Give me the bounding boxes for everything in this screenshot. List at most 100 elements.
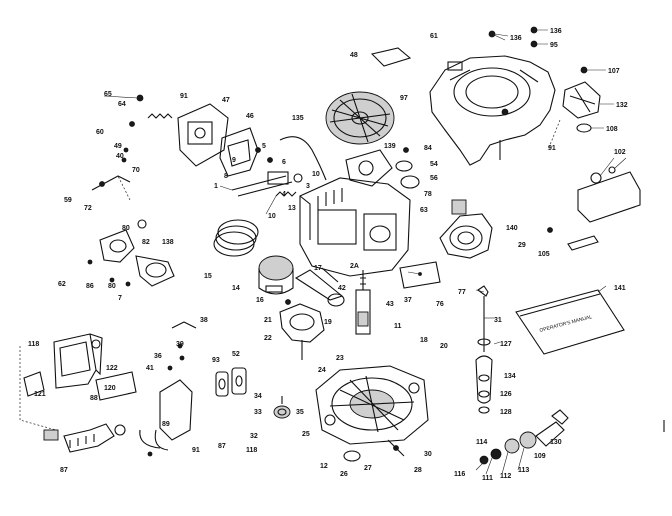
callout-47: 47 (222, 97, 230, 104)
callout-52: 52 (232, 351, 240, 358)
gear-33 (273, 396, 291, 419)
oil-drain-set (475, 409, 569, 475)
callout-19: 19 (324, 319, 332, 326)
crankshaft (279, 299, 325, 360)
callout-86: 86 (86, 283, 94, 290)
callout-130: 130 (550, 439, 562, 446)
callout-14: 14 (232, 285, 240, 292)
callout-28: 28 (414, 467, 422, 474)
callout-13: 13 (288, 205, 296, 212)
spring-64 (129, 94, 173, 127)
callout-30: 30 (424, 451, 432, 458)
callout-87: 87 (60, 467, 68, 474)
callout-54: 54 (430, 161, 438, 168)
leader-136 (491, 33, 506, 41)
callout-132: 132 (616, 102, 628, 109)
callout-84: 84 (424, 145, 432, 152)
callout-122: 122 (106, 365, 118, 372)
callout-60: 60 (96, 129, 104, 136)
callout-16: 16 (256, 297, 264, 304)
callout-42: 42 (338, 285, 346, 292)
operators-manual-141: OPERATOR'S MANUAL (515, 289, 625, 355)
callout-31: 31 (494, 317, 502, 324)
callout-118: 118 (28, 341, 39, 348)
callout-11: 11 (394, 323, 402, 330)
callout-29: 29 (518, 242, 526, 249)
callout-93: 93 (212, 357, 220, 364)
callout-91: 91 (548, 145, 556, 152)
callout-23: 23 (336, 355, 344, 362)
fuel-fitting-138 (87, 219, 175, 287)
callout-10: 10 (312, 171, 320, 178)
callout-102: 102 (614, 149, 626, 156)
callout-21: 21 (264, 317, 272, 324)
callout-12: 12 (320, 463, 328, 470)
dipstick (475, 285, 493, 414)
callout-91: 91 (192, 447, 200, 454)
callout-59: 59 (64, 197, 72, 204)
pin-30 (387, 439, 405, 457)
callout-108: 108 (606, 126, 618, 133)
callout-61: 61 (430, 33, 438, 40)
wire-135 (279, 136, 327, 181)
callout-80: 80 (122, 225, 130, 232)
leader-65 (103, 95, 139, 99)
gasket-76 (399, 261, 441, 289)
callout-105: 105 (538, 251, 550, 258)
callout-64: 64 (118, 101, 126, 108)
callout-113: 113 (518, 467, 529, 474)
callout-43: 43 (386, 301, 394, 308)
callout-labels: 48 61 136 136 95 107 132 108 91 65 64 91… (28, 28, 628, 482)
cylinder-block (299, 149, 411, 277)
part-48-plate (370, 47, 412, 67)
carburetor-47 (177, 103, 229, 167)
callout-37: 37 (404, 297, 412, 304)
air-cleaner-122 (53, 333, 103, 389)
callout-18: 18 (420, 337, 428, 344)
callout-65: 65 (104, 91, 112, 98)
callout-3: 3 (306, 183, 310, 190)
callout-33: 33 (254, 409, 262, 416)
callout-89: 89 (162, 421, 170, 428)
air-cleaner-121 (23, 371, 45, 397)
camshaft (355, 270, 371, 335)
callout-70: 70 (132, 167, 140, 174)
callout-116: 116 (454, 471, 465, 478)
callout-17: 17 (314, 265, 322, 272)
callout-22: 22 (264, 335, 272, 342)
callout-97: 97 (400, 95, 408, 102)
callout-63: 63 (420, 207, 428, 214)
callout-120: 120 (104, 385, 116, 392)
callout-35: 35 (296, 409, 304, 416)
dash-91 (547, 119, 561, 151)
callout-95: 95 (550, 42, 558, 49)
rotating-screen (562, 66, 614, 133)
callout-27: 27 (364, 465, 372, 472)
callout-20: 20 (440, 343, 448, 350)
callout-112: 112 (500, 473, 511, 480)
callout-62: 62 (58, 281, 66, 288)
callout-82: 82 (142, 239, 150, 246)
callout-6: 6 (282, 159, 286, 166)
piston-14 (258, 255, 294, 295)
blower-housing (429, 55, 556, 166)
manual-label: OPERATOR'S MANUAL (539, 314, 593, 334)
callout-128: 128 (500, 409, 512, 416)
callout-88: 88 (90, 395, 98, 402)
callout-25: 25 (302, 431, 310, 438)
gasket-46 (219, 127, 259, 177)
flywheel-97 (325, 91, 395, 145)
callout-10: 10 (268, 213, 276, 220)
callout-127: 127 (500, 341, 512, 348)
callout-4: 4 (282, 191, 286, 198)
callout-107: 107 (608, 68, 620, 75)
lever-105 (547, 227, 599, 251)
callout-5: 5 (262, 143, 266, 150)
callout-48: 48 (350, 52, 358, 59)
valve-parts (219, 147, 303, 215)
callout-72: 72 (84, 205, 92, 212)
callout-134: 134 (504, 373, 516, 380)
callout-77: 77 (458, 289, 466, 296)
